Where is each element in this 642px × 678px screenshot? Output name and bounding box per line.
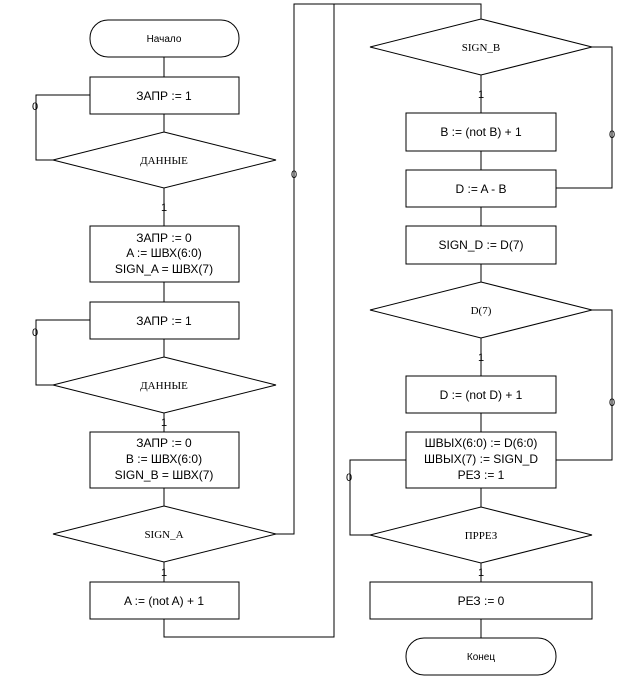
left-decision-2-label: ДАННЫЕ xyxy=(140,380,188,392)
left-process-1 xyxy=(89,76,240,115)
left-process-5-label: A := (not A) + 1 xyxy=(124,594,204,608)
connector-d7-zero xyxy=(556,309,613,461)
connector-p5-to-right xyxy=(163,4,335,638)
left-process-2-line-2: A := ШВХ(6:0) xyxy=(126,246,202,260)
right-process-5-line-1: ШВЫХ(6:0) := D(6:0) xyxy=(425,436,538,450)
connector-sign-a-zero xyxy=(276,3,482,535)
branch-no-right-d2: 0 xyxy=(609,397,615,409)
right-decision-2-label: D(7) xyxy=(471,305,492,317)
branch-no-right-d1: 0 xyxy=(609,129,615,141)
right-process-5 xyxy=(405,431,557,489)
left-process-4-line-3: SIGN_B = ШВХ(7) xyxy=(115,468,214,482)
end-label: Конец xyxy=(467,652,495,663)
connector-signb-zero xyxy=(556,46,613,189)
branch-no-left-d2: 0 xyxy=(32,327,38,339)
connectors xyxy=(35,3,613,638)
connector-d1-loop xyxy=(35,94,90,161)
right-process-1-label: B := (not B) + 1 xyxy=(440,125,522,139)
branch-no-left-d1: 0 xyxy=(32,101,38,113)
right-decision-1 xyxy=(369,18,593,76)
right-decision-1-label: SIGN_B xyxy=(462,42,501,54)
connector-d2-loop xyxy=(35,319,90,386)
left-process-1-label: ЗАПР := 1 xyxy=(136,89,192,103)
left-process-5 xyxy=(89,581,240,620)
right-process-2-label: D := A - B xyxy=(455,182,506,196)
right-decision-2 xyxy=(369,281,593,339)
branch-labels: 1 0 1 0 1 0 1 0 1 0 1 0 xyxy=(32,89,615,579)
right-process-4-label: D := (not D) + 1 xyxy=(440,388,523,402)
branch-yes-right-d3: 1 xyxy=(478,567,484,579)
branch-yes-right-d1: 1 xyxy=(478,89,484,101)
end-terminal xyxy=(405,637,557,676)
right-process-6-label: РЕЗ := 0 xyxy=(458,594,505,608)
branch-yes-left-d1: 1 xyxy=(161,202,167,214)
left-decision-3-label: SIGN_A xyxy=(144,529,183,541)
left-process-3-label: ЗАПР := 1 xyxy=(136,314,192,328)
right-process-1 xyxy=(405,112,557,152)
left-decision-2 xyxy=(52,356,277,414)
left-process-2-line-3: SIGN_A = ШВХ(7) xyxy=(115,262,213,276)
start-label: Начало xyxy=(147,34,182,45)
right-process-2 xyxy=(405,169,557,208)
right-process-5-line-2: ШВЫХ(7) := SIGN_D xyxy=(424,452,538,466)
left-process-2 xyxy=(89,225,240,283)
right-decision-3-label: ПРРЕЗ xyxy=(465,530,498,542)
right-process-3-label: SIGN_D := D(7) xyxy=(438,238,523,252)
branch-yes-left-d2: 1 xyxy=(161,417,167,429)
branch-yes-left-d3: 1 xyxy=(161,567,167,579)
right-process-4 xyxy=(405,375,557,414)
right-column: SIGN_B B := (not B) + 1 D := A - B SIGN_… xyxy=(369,18,593,676)
branch-no-right-d3: 0 xyxy=(346,472,352,484)
left-process-3 xyxy=(89,301,240,340)
left-decision-3 xyxy=(52,505,277,563)
left-column: Начало ЗАПР := 1 ДАННЫЕ ЗАПР := 0 A := Ш… xyxy=(52,19,277,620)
left-process-2-line-1: ЗАПР := 0 xyxy=(136,231,192,245)
left-decision-1-label: ДАННЫЕ xyxy=(140,155,188,167)
start-terminal xyxy=(89,19,240,58)
right-process-5-line-3: РЕЗ := 1 xyxy=(458,468,505,482)
left-process-4-line-2: B := ШВХ(6:0) xyxy=(126,452,202,466)
connector-prrez-loop xyxy=(349,459,406,536)
left-process-4 xyxy=(89,431,240,489)
branch-yes-right-d2: 1 xyxy=(478,352,484,364)
right-process-3 xyxy=(405,225,557,265)
right-decision-3 xyxy=(369,506,593,564)
branch-no-left-d3: 0 xyxy=(291,169,297,181)
right-process-6 xyxy=(369,581,593,620)
left-process-4-line-1: ЗАПР := 0 xyxy=(136,436,192,450)
left-decision-1 xyxy=(52,131,277,189)
